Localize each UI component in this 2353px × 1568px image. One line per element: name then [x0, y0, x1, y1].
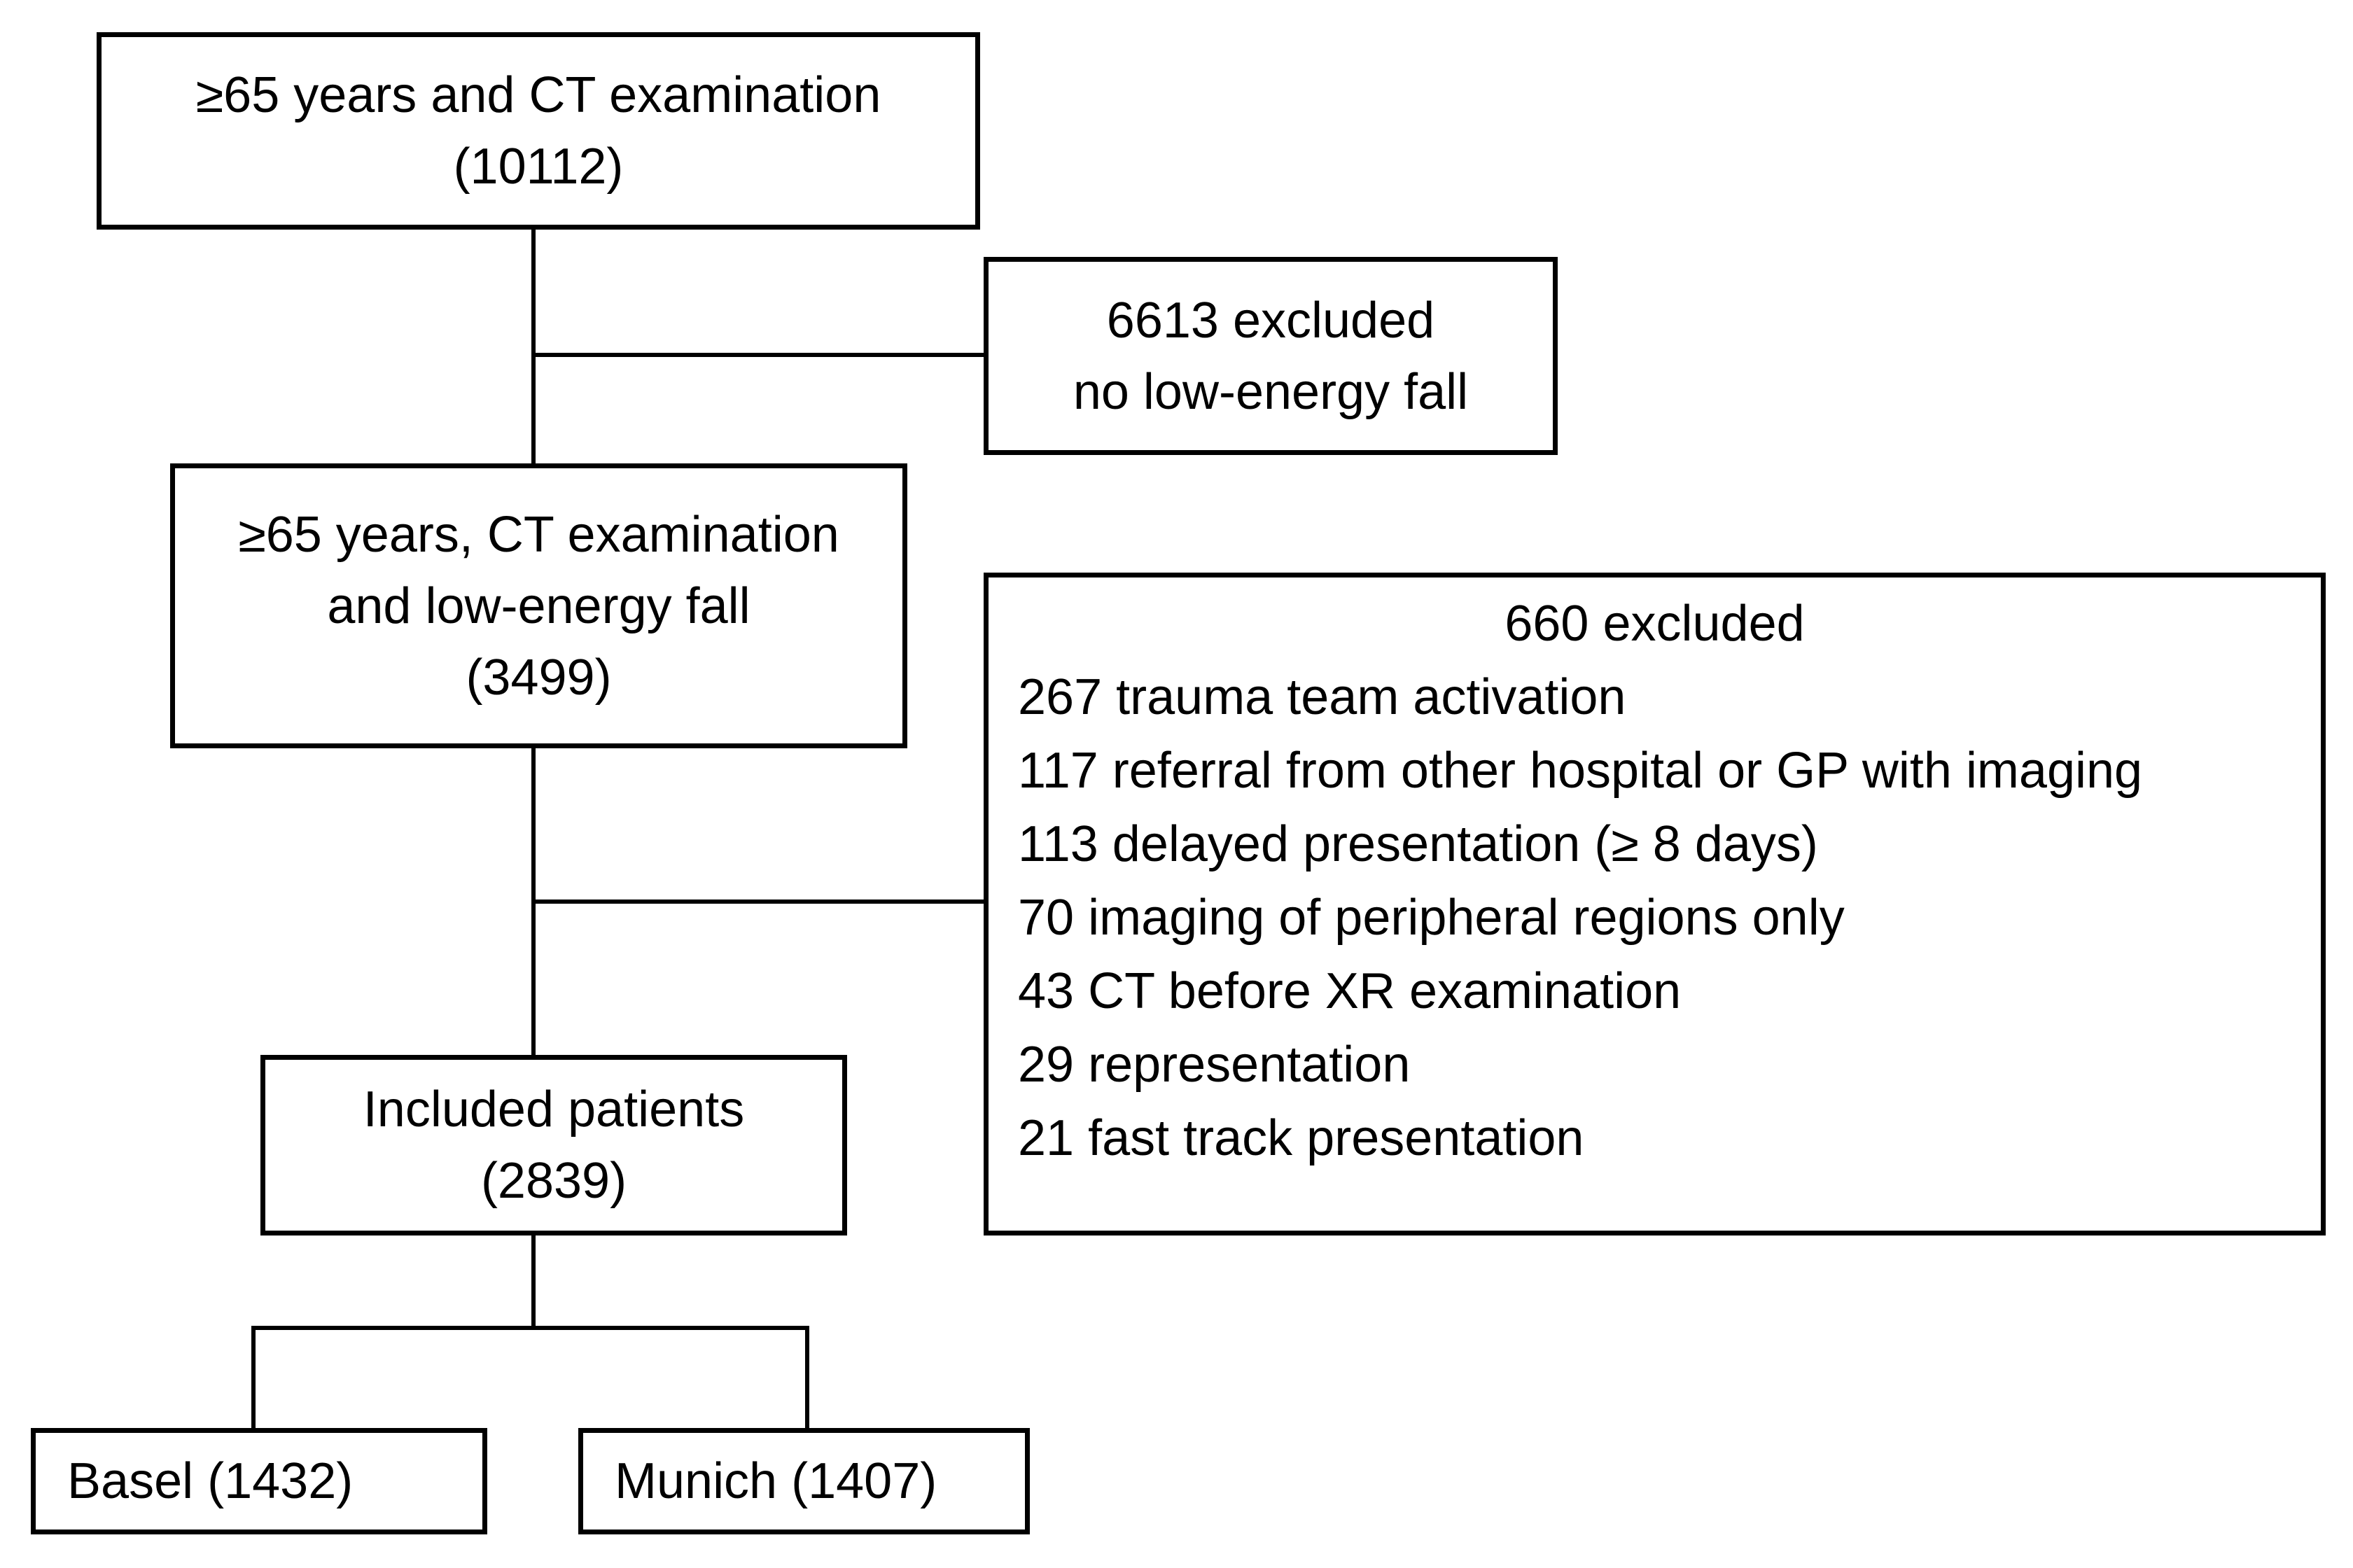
excluded-item-fast-track: 21 fast track presentation: [1018, 1110, 1584, 1166]
box-eligible-count: (10112): [453, 139, 624, 195]
box-eligible-ct-examination: ≥65 years and CT examination (10112): [97, 32, 980, 230]
excluded-item-trauma-team: 267 trauma team activation: [1018, 669, 1626, 725]
connector-eligible-to-lowenergy: [531, 230, 536, 463]
box-munich-label: Munich (1407): [615, 1453, 937, 1509]
excluded-item-referral: 117 referral from other hospital or GP w…: [1018, 743, 2143, 799]
excluded-item-representation: 29 representation: [1018, 1037, 1411, 1093]
excluded-item-peripheral-imaging: 70 imaging of peripheral regions only: [1018, 890, 1845, 946]
connector-to-excluded-detailed: [533, 899, 984, 904]
connector-to-excluded-no-low-energy-fall: [533, 353, 984, 357]
box-lowenergy-line-1: ≥65 years, CT examination: [238, 506, 839, 563]
box-excluded-no-low-energy-fall: 6613 excluded no low-energy fall: [984, 257, 1558, 455]
box-eligible-line-1: ≥65 years and CT examination: [195, 67, 881, 123]
box-basel-label: Basel (1432): [67, 1453, 354, 1509]
box-munich: Munich (1407): [578, 1428, 1030, 1534]
box-included-line-1: Included patients: [363, 1082, 745, 1138]
box-lowenergy-count: (3499): [466, 649, 612, 706]
box-lowenergy-line-2: and low-energy fall: [327, 578, 750, 634]
box-excluded2-title: 660 excluded: [1504, 596, 1805, 652]
connector-split-horizontal: [251, 1326, 809, 1330]
connector-split-to-munich: [805, 1326, 809, 1428]
box-included-count: (2839): [480, 1153, 627, 1209]
excluded-item-ct-before-xr: 43 CT before XR examination: [1018, 963, 1682, 1019]
box-excluded1-line-2: no low-energy fall: [1073, 363, 1469, 420]
box-included-patients: Included patients (2839): [260, 1055, 847, 1236]
box-low-energy-fall: ≥65 years, CT examination and low-energy…: [170, 463, 907, 748]
box-excluded1-line-1: 6613 excluded: [1106, 292, 1435, 349]
box-basel: Basel (1432): [31, 1428, 487, 1534]
connector-included-to-split: [531, 1236, 536, 1328]
excluded-item-delayed-presentation: 113 delayed presentation (≥ 8 days): [1018, 816, 1818, 872]
box-excluded-detailed: 660 excluded 267 trauma team activation …: [984, 573, 2326, 1236]
connector-split-to-basel: [251, 1326, 256, 1428]
